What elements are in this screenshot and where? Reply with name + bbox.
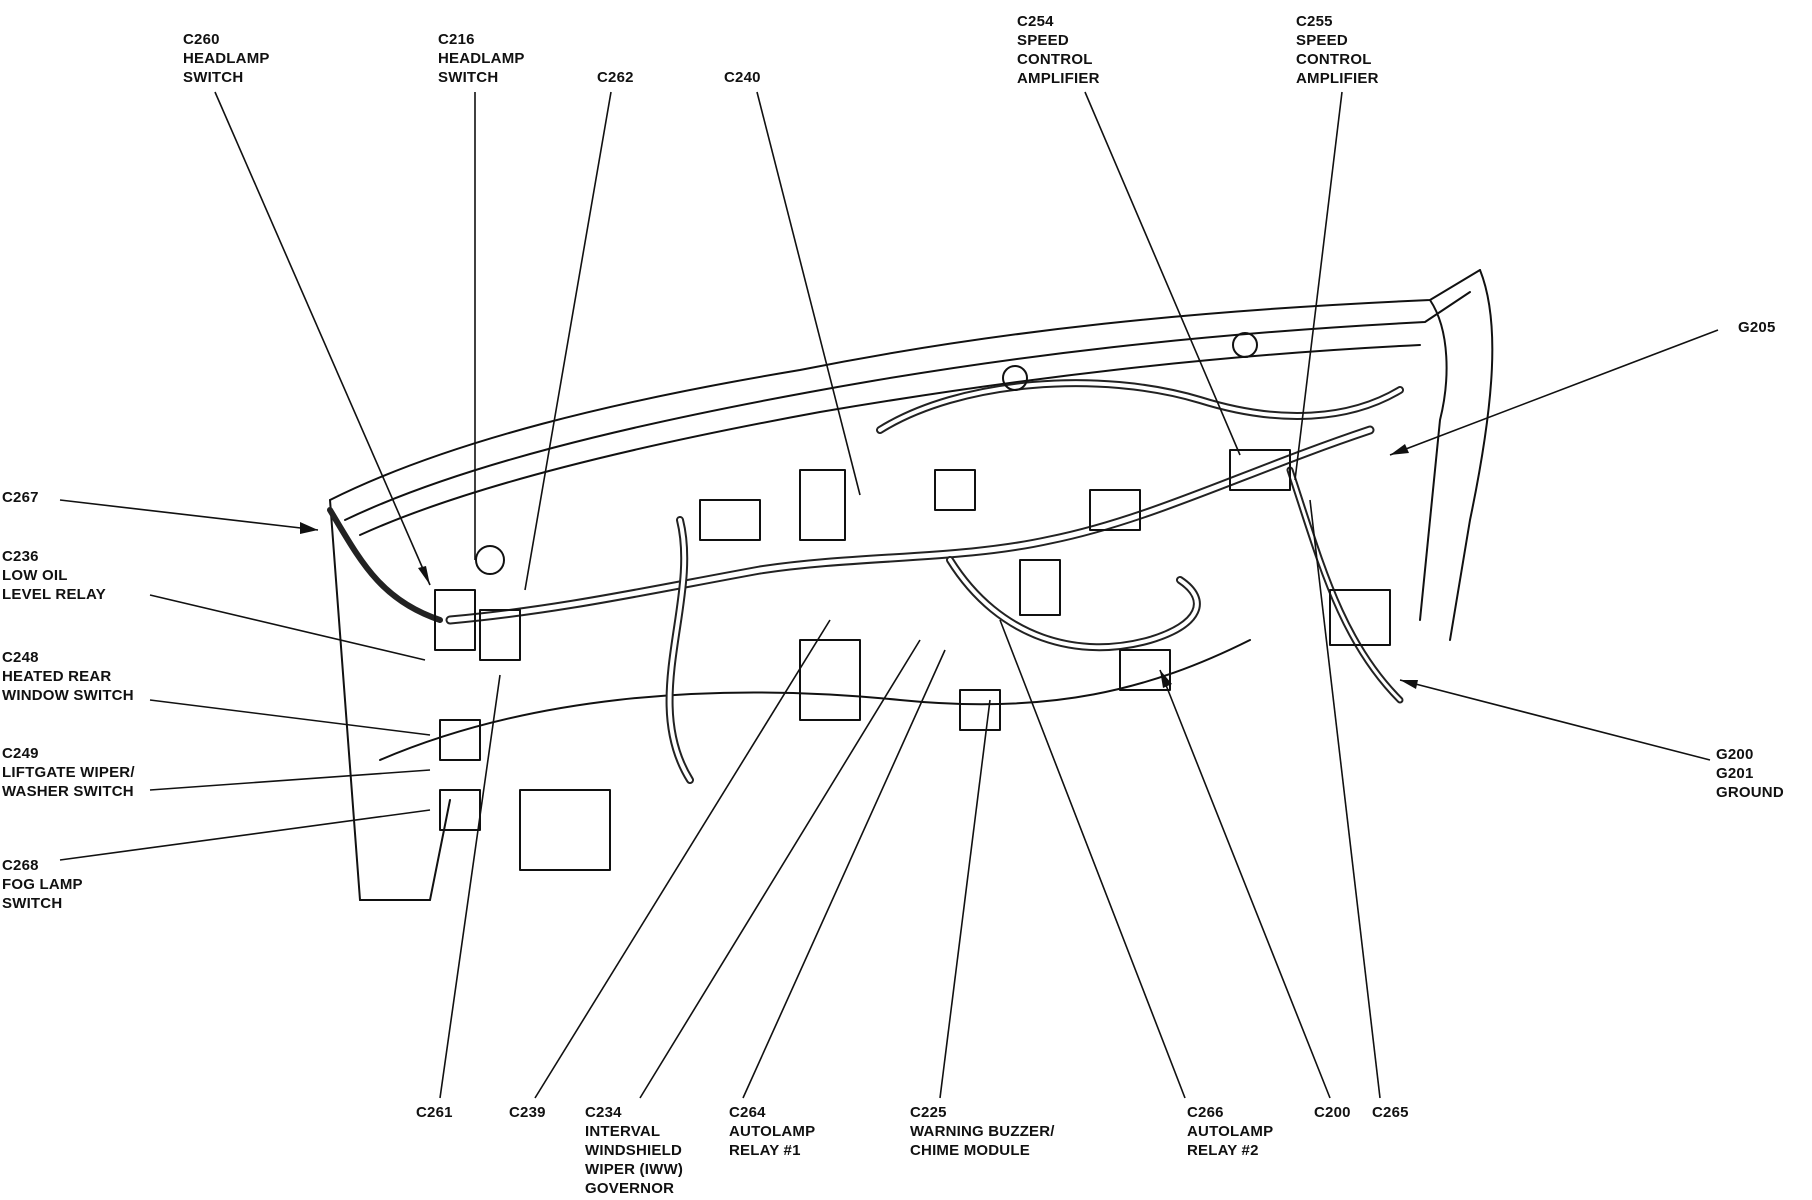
callout-c216-headlamp-switch: C216 HEADLAMP SWITCH xyxy=(438,31,525,86)
callout-c262: C262 xyxy=(597,69,634,86)
callout-c240: C240 xyxy=(724,69,761,86)
callout-c260-headlamp-switch: C260 HEADLAMP SWITCH xyxy=(183,31,270,86)
callout-c200: C200 xyxy=(1314,1104,1351,1121)
callout-g200-g201-ground: G200 G201 GROUND xyxy=(1716,746,1784,801)
callout-g205: G205 xyxy=(1738,319,1776,336)
callout-c255-speed-control-amplifier: C255 SPEED CONTROL AMPLIFIER xyxy=(1296,13,1379,87)
callout-c265: C265 xyxy=(1372,1104,1409,1121)
callout-c264-autolamp-relay-1: C264 AUTOLAMP RELAY #1 xyxy=(729,1104,816,1159)
callout-c249-liftgate-wiper-washer-switch: C249 LIFTGATE WIPER/ WASHER SWITCH xyxy=(2,745,135,800)
callout-c254-speed-control-amplifier: C254 SPEED CONTROL AMPLIFIER xyxy=(1017,13,1100,87)
callout-c266-autolamp-relay-2: C266 AUTOLAMP RELAY #2 xyxy=(1187,1104,1274,1159)
callout-c234-interval-windshield-wiper-governor: C234 INTERVAL WINDSHIELD WIPER (IWW) GOV… xyxy=(585,1104,684,1197)
callout-c248-heated-rear-window-switch: C248 HEATED REAR WINDOW SWITCH xyxy=(2,649,134,704)
callout-c239: C239 xyxy=(509,1104,546,1121)
callout-c225-warning-buzzer-chime-module: C225 WARNING BUZZER/ CHIME MODULE xyxy=(910,1104,1055,1159)
callout-c261: C261 xyxy=(416,1104,453,1121)
callout-c267: C267 xyxy=(2,489,39,506)
callout-c268-fog-lamp-switch: C268 FOG LAMP SWITCH xyxy=(2,857,83,912)
callout-c236-low-oil-level-relay: C236 LOW OIL LEVEL RELAY xyxy=(2,548,106,603)
